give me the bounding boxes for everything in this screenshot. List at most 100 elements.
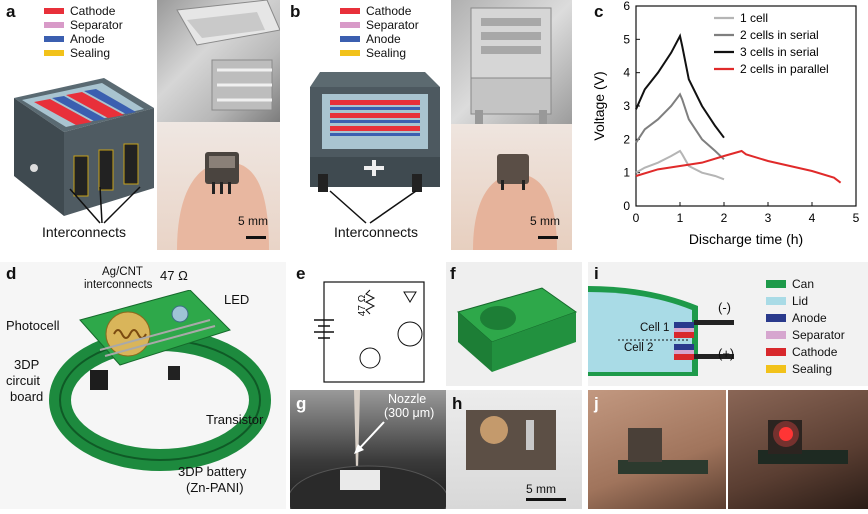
legend-label: Anode <box>366 32 401 46</box>
finger-photo-b <box>451 124 572 250</box>
can-swatch <box>766 280 786 288</box>
panel-label-b: b <box>290 2 301 21</box>
y-tick-label: 0 <box>623 199 630 213</box>
cell1-label: Cell 1 <box>640 322 670 334</box>
sem-structure-a <box>176 0 281 111</box>
circuit-board-model <box>456 287 578 372</box>
x-tick-label: 3 <box>765 211 772 225</box>
scale-label-b: 5 mm <box>530 214 560 228</box>
legend-label: Anode <box>792 311 827 325</box>
ring-device-model <box>49 290 271 471</box>
legend-label: Sealing <box>792 362 833 376</box>
panel-label-j: j <box>594 394 599 413</box>
legend-label: Anode <box>70 32 105 46</box>
y-tick-label: 3 <box>623 99 630 113</box>
legend-item: Sealing <box>766 362 832 376</box>
legend-item: Sealing <box>44 46 110 60</box>
x-tick-label: 4 <box>809 211 816 225</box>
agcnt-label: Ag/CNT <box>102 266 143 278</box>
anode-swatch <box>44 36 64 42</box>
minus-terminal-label: (-) <box>718 300 731 315</box>
sem-image-a <box>157 0 281 122</box>
legend-label: Sealing <box>70 46 111 60</box>
legend-item: Anode <box>44 32 105 46</box>
legend-label: Cathode <box>792 345 838 359</box>
finger-photo-a <box>157 122 280 250</box>
legend-item: Separator <box>340 18 419 32</box>
x-tick-label: 2 <box>721 211 728 225</box>
scale-bar-b <box>538 236 558 239</box>
panel-label-a: a <box>6 2 16 21</box>
legend-item: Separator <box>44 18 123 32</box>
assembled-device-photo <box>446 390 582 509</box>
transistor-label: Transistor <box>206 412 264 427</box>
panel-label-h: h <box>452 394 463 413</box>
cathode-swatch <box>44 8 64 14</box>
legend-item: Sealing <box>340 46 406 60</box>
legend-item: Anode <box>766 311 827 325</box>
y-tick-label: 5 <box>623 32 630 46</box>
x-tick-label: 5 <box>853 211 860 225</box>
legend-item: Cathode <box>766 345 837 359</box>
sealing-swatch <box>340 50 360 56</box>
legend-label: Cathode <box>366 4 412 18</box>
battery-model-a <box>14 78 154 216</box>
legend-item: Can <box>766 277 814 291</box>
board-label-3: board <box>10 389 44 404</box>
interconnects-label-a: Interconnects <box>42 224 127 240</box>
circuit-diagram <box>314 281 425 383</box>
separator-swatch <box>340 22 360 28</box>
board-label-1: 3DP <box>14 357 40 372</box>
y-tick-label: 2 <box>623 132 630 146</box>
ring-photo-off <box>588 390 726 509</box>
y-tick-label: 1 <box>623 166 630 180</box>
scale-label-a: 5 mm <box>238 214 268 228</box>
legend-label: Lid <box>792 294 809 308</box>
legend-label: Separator <box>792 328 845 342</box>
scale-label-h: 5 mm <box>526 482 556 496</box>
finger-illustration <box>177 152 269 250</box>
interconnect-arrows-b <box>329 190 417 224</box>
legend-label: Cathode <box>70 4 116 18</box>
lid-swatch <box>766 297 786 305</box>
legend-label: 3 cells in serial <box>740 45 819 59</box>
interconnect-arrows-a <box>69 186 141 224</box>
cathode-swatch <box>766 348 786 356</box>
anode-swatch <box>766 314 786 322</box>
y-tick-label: 4 <box>623 66 630 80</box>
separator-swatch <box>766 331 786 339</box>
panel-label-g: g <box>296 394 307 413</box>
legend-label: Sealing <box>366 46 407 60</box>
battery-label-2: (Zn-PANI) <box>186 480 244 495</box>
legend-label: 1 cell <box>740 11 768 25</box>
nozzle-label: Nozzle <box>388 392 427 406</box>
series-line <box>635 149 842 184</box>
finger-illustration <box>473 154 557 250</box>
legend-label: Separator <box>366 18 419 32</box>
x-tick-label: 0 <box>633 211 640 225</box>
series-line <box>635 92 725 161</box>
cell2-label: Cell 2 <box>624 342 654 354</box>
x-axis-label: Discharge time (h) <box>689 231 803 247</box>
agcnt-interconnects-label: interconnects <box>84 279 153 291</box>
battery-model-b <box>310 72 440 192</box>
legend-label: 2 cells in serial <box>740 28 819 42</box>
scale-bar-h <box>526 498 566 501</box>
series-line <box>635 149 725 181</box>
ring-photo-on <box>728 390 868 509</box>
resistor-label: 47 Ω <box>357 294 369 317</box>
panel-label-f: f <box>450 264 456 283</box>
sealing-swatch <box>44 50 64 56</box>
panel-label-i: i <box>594 264 599 283</box>
x-tick-label: 1 <box>677 211 684 225</box>
legend-label: 2 cells in parallel <box>740 62 829 76</box>
panel-label-c: c <box>594 2 604 21</box>
cathode-swatch <box>340 8 360 14</box>
anode-swatch <box>340 36 360 42</box>
led-label: LED <box>224 292 250 307</box>
legend-item: Cathode <box>44 4 115 18</box>
cross-section-model <box>588 286 734 376</box>
ring-hand-illustration <box>618 428 708 474</box>
scale-bar-a <box>246 236 266 239</box>
